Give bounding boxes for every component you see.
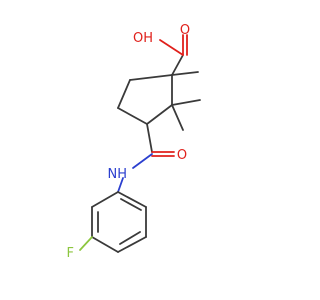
atom-label-o-acid: O <box>180 23 190 38</box>
bond-c3-camide <box>146 123 153 153</box>
bond-c1-methyl <box>171 71 199 76</box>
bond-c1-ccooh <box>171 54 184 76</box>
bond-c2-c3 <box>146 104 173 125</box>
bond-camide-n <box>132 153 153 169</box>
bond-ar3-ar4 <box>117 236 147 253</box>
bond-c4-c5 <box>117 79 131 109</box>
atom-label-nh: NH <box>108 167 128 182</box>
molecule-diagram: OH O O NH F <box>67 23 201 261</box>
atom-label-o-amide: O <box>177 148 187 163</box>
bond-ar4-ar5 <box>91 236 119 253</box>
atom-labels: OH O O NH F <box>67 23 191 261</box>
atom-label-f: F <box>67 246 74 261</box>
bond-c5-c1 <box>129 74 173 81</box>
bond-c-oh <box>159 39 184 56</box>
bonds <box>79 34 201 253</box>
bond-ar-f <box>79 236 93 251</box>
bond-ar1-ar2 <box>117 191 147 208</box>
bond-c2-methyl-b <box>171 104 184 131</box>
bond-n-aryl <box>117 177 124 193</box>
bond-c3-c4 <box>117 107 148 125</box>
bond-ar6-ar1 <box>91 191 119 208</box>
bond-ar-inner-2 <box>119 231 141 245</box>
bond-c2-methyl-a <box>171 99 201 106</box>
atom-label-oh: OH <box>133 31 153 46</box>
bond-ar-inner-1 <box>120 198 142 211</box>
